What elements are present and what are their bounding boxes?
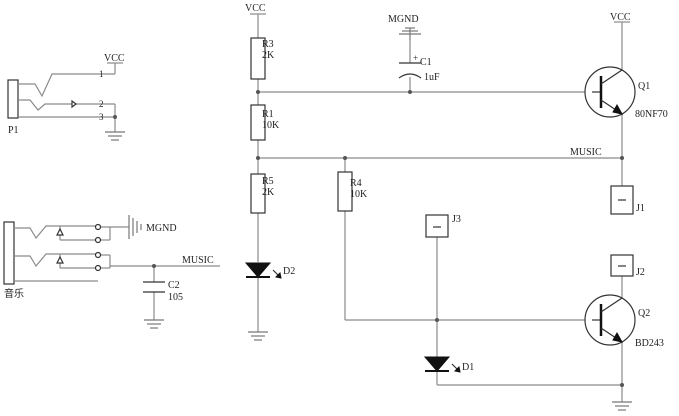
wires (76, 14, 623, 402)
c1-ref: C1 (420, 57, 432, 68)
ground-symbol (612, 401, 632, 411)
junction (152, 264, 156, 268)
vcc-symbol: VCC (245, 3, 266, 15)
q2-ref: Q2 (638, 308, 650, 319)
p1-pin3: 3 (99, 112, 104, 122)
ground-symbol (144, 319, 164, 329)
mgnd-symbol: MGND (388, 14, 421, 40)
capacitor-c2: C2 105 (143, 280, 183, 303)
vcc-label: VCC (104, 53, 125, 64)
c1-polarity: + (413, 53, 418, 63)
c2-ref: C2 (168, 280, 180, 291)
capacitor-c1: + C1 1uF (398, 53, 440, 83)
r4-ref: R4 (350, 178, 362, 189)
q2-part: BD243 (635, 338, 664, 349)
vcc-symbol: VCC (610, 12, 631, 23)
ground-symbol (248, 331, 268, 341)
junction (343, 156, 347, 160)
vcc-label: VCC (610, 12, 631, 23)
q1-part: 80NF70 (635, 109, 668, 120)
j3-ref: J3 (452, 214, 461, 225)
c2-value: 105 (168, 292, 183, 303)
jumper-j3: J3 (425, 214, 461, 238)
mgnd-label: MGND (388, 14, 419, 25)
r5-value: 2K (262, 187, 275, 198)
vcc-label: VCC (245, 3, 266, 14)
transistor-q2: Q2 BD243 (584, 294, 664, 349)
music-net-label: MUSIC (570, 147, 602, 158)
r5-ref: R5 (262, 176, 274, 187)
led-d2: D2 (244, 262, 295, 279)
junctions (113, 90, 624, 387)
r1-ref: R1 (262, 109, 274, 120)
audio-jack-label: 音乐 (4, 287, 24, 300)
r3-ref: R3 (262, 39, 274, 50)
p1-ref: P1 (8, 125, 19, 136)
d1-ref: D1 (462, 362, 474, 373)
r3-value: 2K (262, 50, 275, 61)
music-net-label: MUSIC (182, 255, 214, 266)
vcc-symbol: VCC (104, 53, 125, 64)
mgnd-ground-symbol: MGND (125, 215, 177, 239)
p1-pin2: 2 (99, 99, 104, 109)
q1-ref: Q1 (638, 81, 650, 92)
jumper-j1: J1 (610, 185, 645, 215)
junction (256, 90, 260, 94)
jumper-j2: J2 (610, 254, 645, 278)
p1-pin1: 1 (99, 69, 104, 79)
transistor-q1: Q1 80NF70 (584, 66, 668, 120)
j1-ref: J1 (636, 203, 645, 214)
junction (435, 318, 439, 322)
led-d1: D1 (423, 356, 474, 373)
junction (408, 90, 412, 94)
c1-value: 1uF (424, 72, 440, 83)
resistor-r4: R4 10K (337, 171, 368, 212)
junction (620, 383, 624, 387)
junction (113, 115, 117, 119)
resistor-r3: R3 2K (250, 37, 275, 80)
audio-jack: 音乐 (3, 221, 102, 300)
resistor-r5: R5 2K (250, 173, 275, 214)
j2-ref: J2 (636, 267, 645, 278)
r1-value: 10K (262, 120, 280, 131)
mgnd-label: MGND (146, 223, 177, 234)
ground-symbol (105, 131, 125, 141)
resistor-r1: R1 10K (250, 104, 280, 141)
junction (620, 156, 624, 160)
r4-value: 10K (350, 189, 368, 200)
connector-p1: P1 1 2 3 (7, 69, 104, 136)
d2-ref: D2 (283, 266, 295, 277)
junction (256, 156, 260, 160)
